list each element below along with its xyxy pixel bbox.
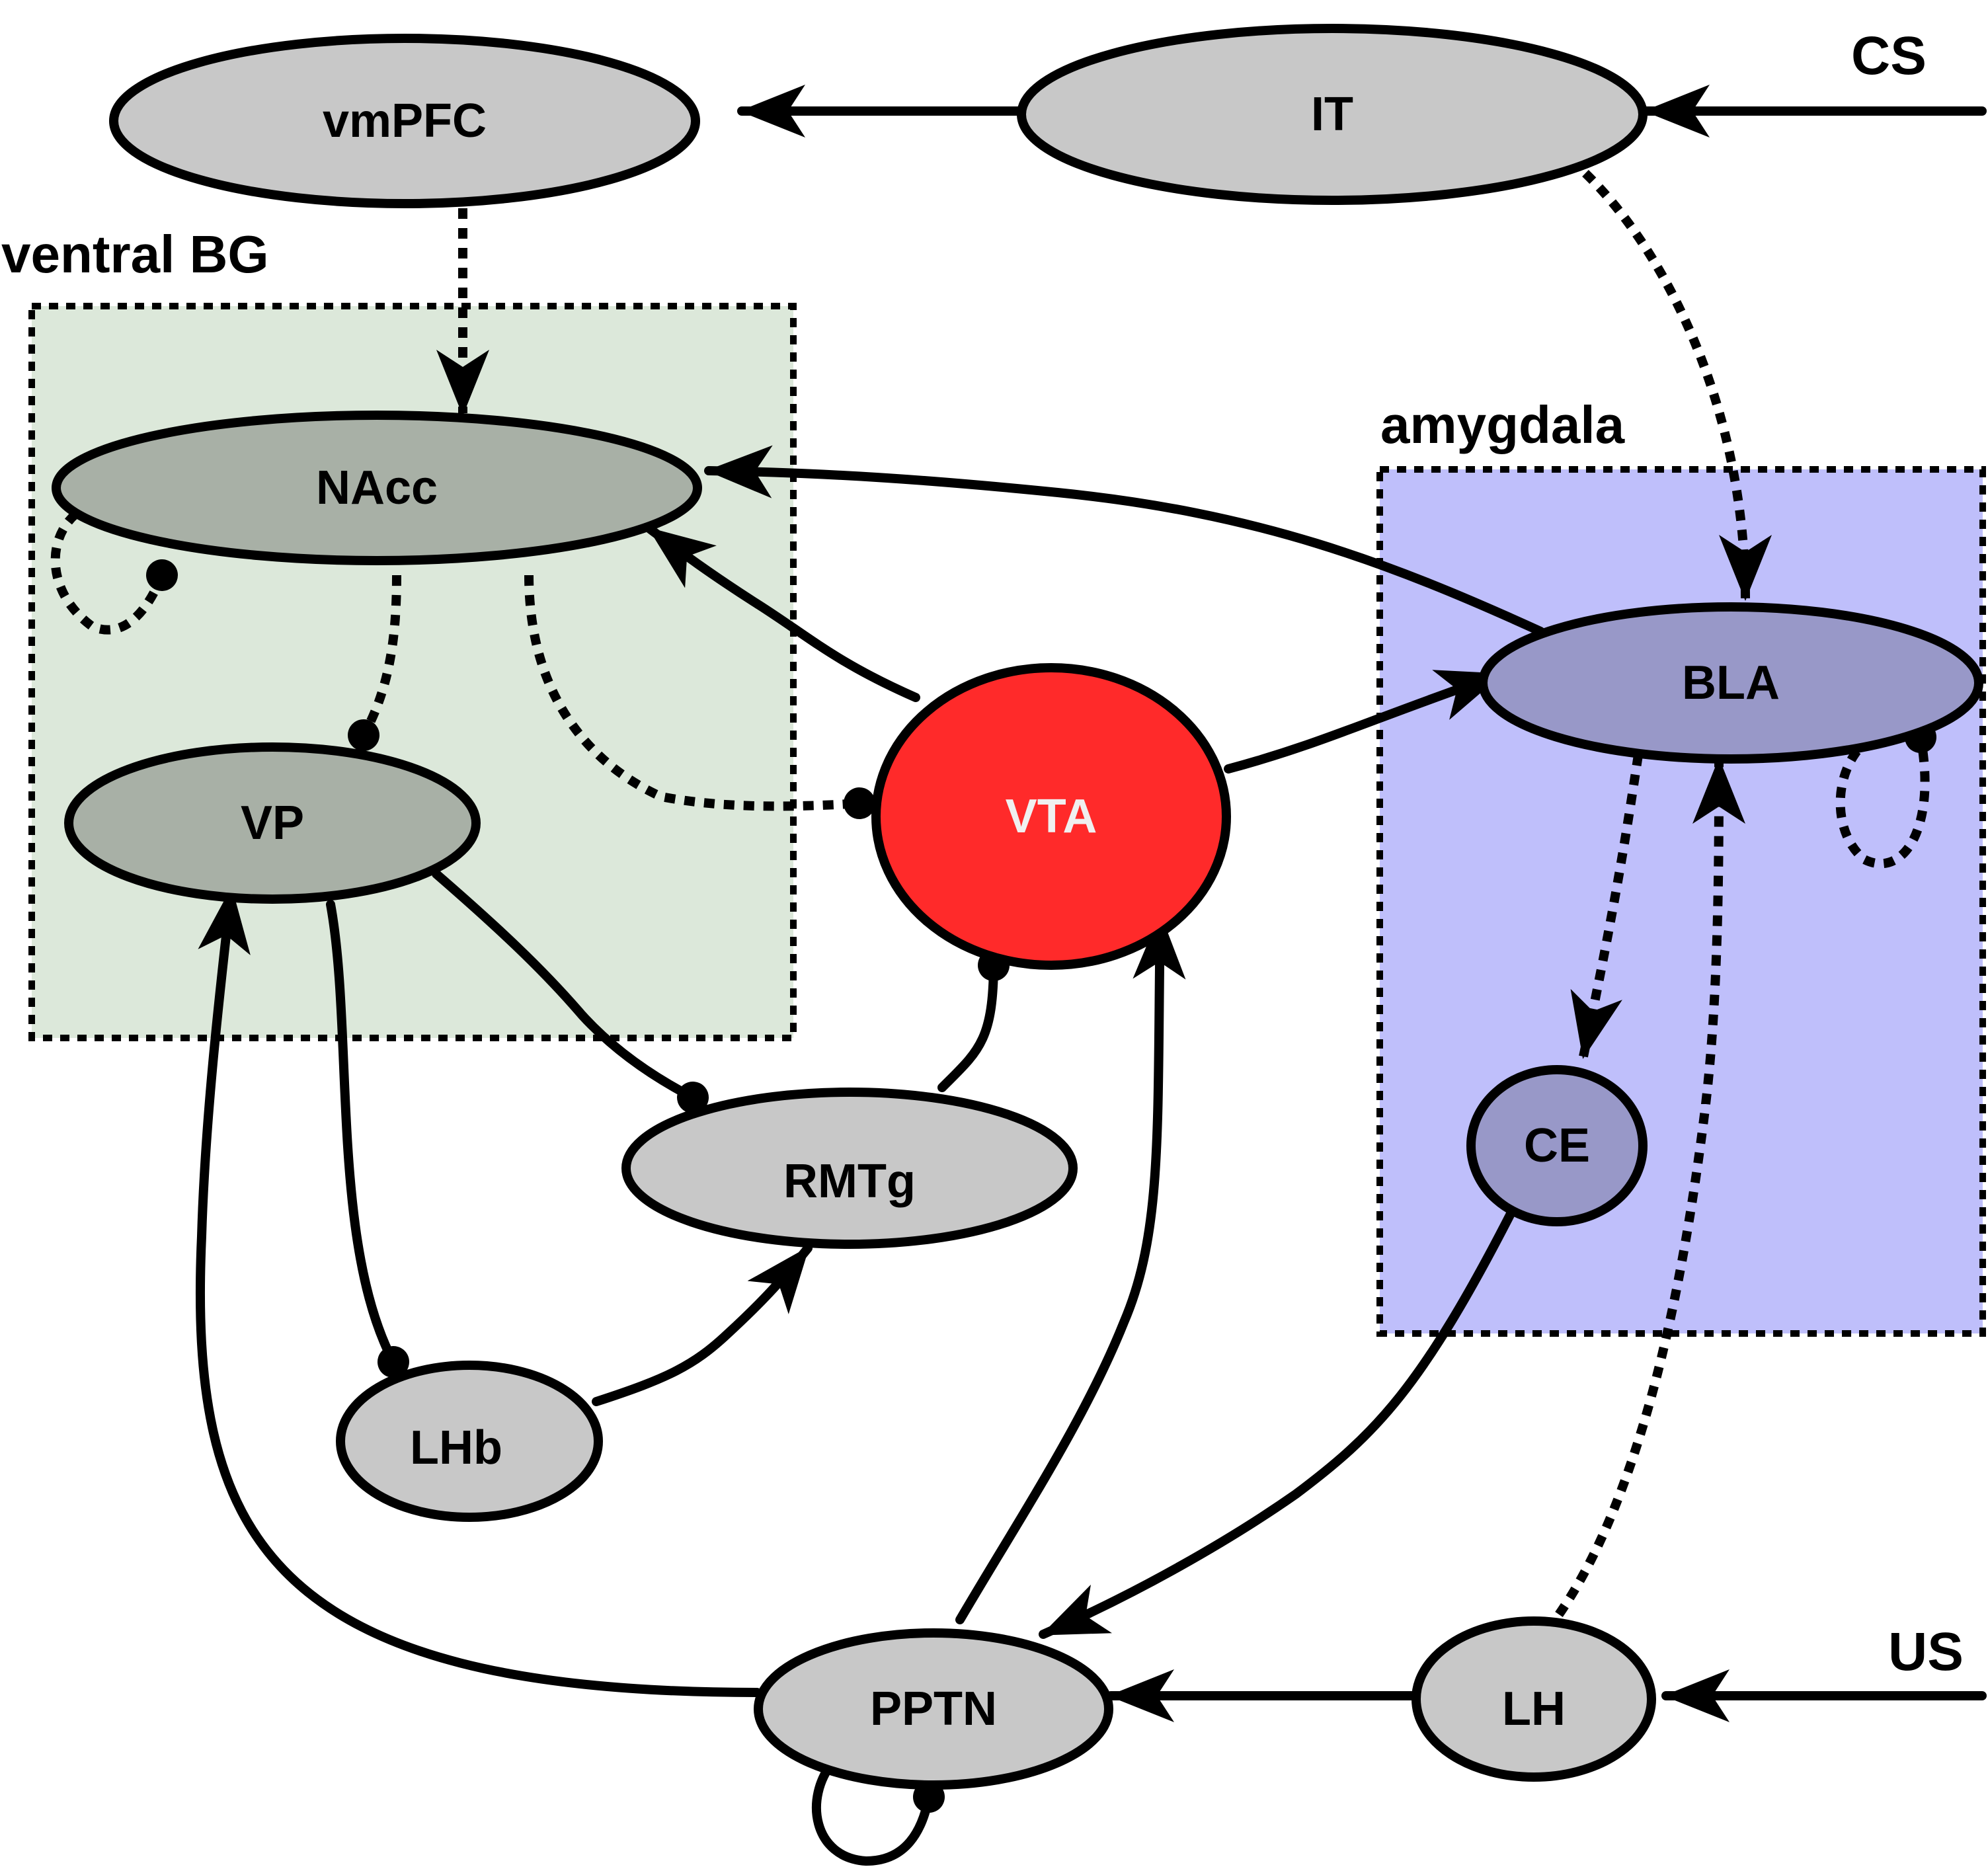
vp-label: VP	[241, 797, 304, 850]
node-lh: LH	[1411, 1616, 1656, 1782]
it-label: IT	[1311, 88, 1353, 141]
edge-vta-to-bla	[1224, 670, 1505, 774]
node-rmtg: RMTg	[621, 1088, 1078, 1249]
edge-bla-self-loop	[1835, 721, 1936, 869]
nacc-label: NAcc	[316, 461, 438, 514]
node-bla: BLA	[1478, 602, 1983, 764]
edge-bla-to-nacc	[704, 445, 1545, 636]
edge-lh-to-bla	[1555, 758, 1745, 1617]
node-ce: CE	[1466, 1065, 1648, 1226]
edge-pptn-self-loop	[811, 1757, 945, 1866]
amygdala-label: amygdala	[1380, 395, 1625, 454]
edge-nacc-to-vp	[348, 575, 401, 751]
edge-lhb-to-rmtg	[592, 1244, 813, 1406]
ce-label: CE	[1524, 1119, 1590, 1172]
pptn-label: PPTN	[870, 1683, 997, 1735]
edge-bla-to-ce	[1570, 754, 1643, 1059]
ventral-bg-label: ventral BG	[1, 225, 269, 284]
vmpfc-label: vmPFC	[323, 95, 487, 147]
edge-pptn-to-vta	[955, 911, 1186, 1624]
edge-nacc-self-loop	[50, 499, 178, 635]
edges	[50, 85, 1987, 1866]
edge-ce-to-pptn	[1039, 1205, 1517, 1639]
node-vp: VP	[64, 742, 481, 904]
bla-label: BLA	[1682, 656, 1780, 709]
lh-label: LH	[1502, 1683, 1566, 1735]
vta-label: VTA	[1006, 790, 1097, 843]
edge-pptn-to-vp	[196, 885, 762, 1697]
edge-vp-to-rmtg	[432, 869, 709, 1113]
edge-nacc-to-vta	[524, 575, 875, 819]
lhb-label: LHb	[410, 1421, 502, 1474]
edge-it-to-bla	[1582, 169, 1772, 601]
us-label: US	[1888, 1622, 1964, 1682]
ventral-bg-region: ventral BG	[1, 225, 797, 1041]
node-vmpfc: vmPFC	[109, 34, 700, 208]
edge-rmtg-to-vta	[937, 949, 1010, 1092]
cs-label: CS	[1851, 26, 1927, 86]
edge-vta-to-nacc	[645, 524, 920, 702]
node-nacc: NAcc	[52, 411, 702, 565]
rmtg-label: RMTg	[783, 1155, 916, 1208]
node-pptn: PPTN	[754, 1628, 1113, 1790]
edge-vp-to-lhb	[326, 900, 409, 1378]
node-it: IT	[1017, 24, 1648, 205]
node-vta: VTA	[871, 663, 1231, 970]
node-lhb: LHb	[336, 1361, 603, 1522]
